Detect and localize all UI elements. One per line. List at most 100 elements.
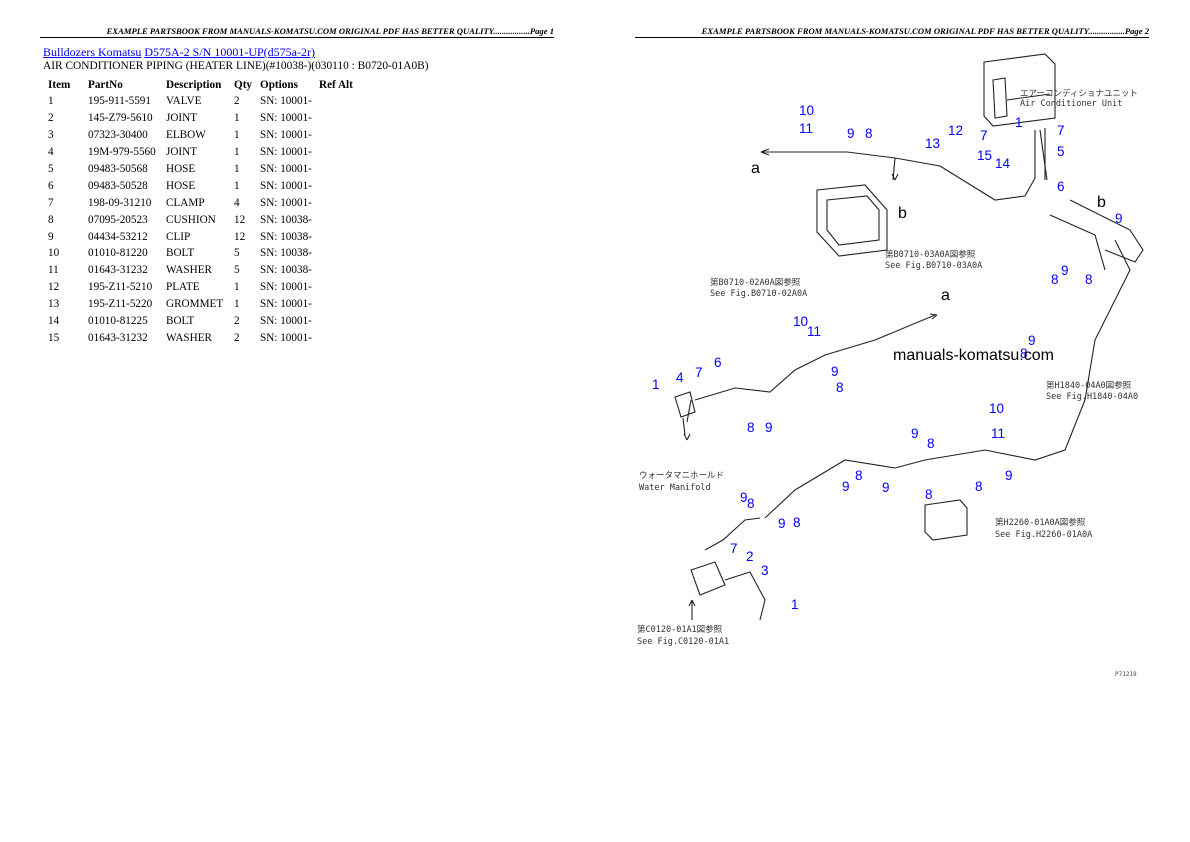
cell-options: SN: 10001- bbox=[260, 163, 312, 175]
parts-table: Item PartNo Description Qty Options Ref … bbox=[43, 76, 353, 346]
col-partno-header: PartNo bbox=[88, 78, 123, 91]
cell-description: WASHER bbox=[166, 331, 212, 344]
page-header: EXAMPLE PARTSBOOK FROM MANUALS-KOMATSU.C… bbox=[635, 26, 1149, 38]
svg-text:7: 7 bbox=[695, 365, 703, 380]
svg-text:8: 8 bbox=[1085, 272, 1093, 287]
svg-text:12: 12 bbox=[948, 123, 963, 138]
col-item-header: Item bbox=[48, 78, 71, 91]
svg-text:11: 11 bbox=[799, 121, 813, 136]
cell-item: 11 bbox=[48, 264, 59, 277]
cell-options: SN: 10038- bbox=[260, 230, 312, 243]
cell-partno: 195-911-5591 bbox=[88, 95, 151, 108]
connector-letter-a1: a bbox=[751, 160, 760, 177]
cell-options: SN: 10001- bbox=[260, 315, 312, 328]
cell-qty: 12 bbox=[234, 230, 246, 243]
cell-options: SN: 10038- bbox=[260, 247, 312, 260]
cell-qty: 5 bbox=[234, 247, 240, 260]
col-description-header: Description bbox=[166, 78, 222, 91]
svg-text:9: 9 bbox=[842, 479, 850, 494]
col-options-header: Options bbox=[260, 78, 298, 91]
cell-refalt bbox=[314, 177, 353, 194]
cell-description: GROMMET bbox=[166, 298, 224, 311]
cell-description: BOLT bbox=[166, 315, 195, 328]
cell-partno: 09483-50528 bbox=[88, 179, 148, 192]
cell-item: 3 bbox=[48, 129, 54, 142]
cell-qty: 4 bbox=[234, 196, 240, 209]
cell-description: WASHER bbox=[166, 264, 212, 277]
note-b0710-03-jp: 第B0710-03A0A図参照 bbox=[885, 249, 976, 260]
breadcrumb-link-model[interactable]: D575A-2 S/N 10001-UP(d575a-2r) bbox=[144, 45, 315, 59]
note-h1840-jp: 第H1840-04A0図参照 bbox=[1046, 380, 1132, 391]
cell-partno: 07095-20523 bbox=[88, 213, 148, 226]
cell-item: 7 bbox=[48, 196, 54, 209]
note-b0710-03-en: See Fig.B0710-03A0A bbox=[885, 261, 982, 271]
cell-partno: 01643-31232 bbox=[88, 264, 148, 277]
cell-options: SN: 10038- bbox=[260, 264, 312, 277]
cell-options: SN: 10001- bbox=[260, 146, 312, 159]
cell-options: SN: 10001- bbox=[260, 281, 312, 294]
svg-text:8: 8 bbox=[793, 515, 801, 530]
svg-text:8: 8 bbox=[925, 487, 933, 502]
breadcrumb: Bulldozers Komatsu D575A-2 S/N 10001-UP(… bbox=[43, 45, 315, 60]
cell-description: ELBOW bbox=[166, 129, 206, 142]
cell-description: CLAMP bbox=[166, 196, 205, 209]
cell-refalt bbox=[314, 127, 353, 144]
cell-options: SN: 10001- bbox=[260, 331, 312, 344]
cell-qty: 2 bbox=[234, 315, 240, 328]
cell-item: 5 bbox=[48, 163, 54, 175]
svg-text:8: 8 bbox=[747, 420, 755, 435]
cell-options: SN: 10001- bbox=[260, 179, 312, 192]
cell-partno: 01010-81225 bbox=[88, 315, 148, 328]
svg-text:10: 10 bbox=[989, 401, 1004, 416]
cell-item: 15 bbox=[48, 331, 60, 344]
svg-text:10: 10 bbox=[793, 314, 808, 329]
note-ac-en: Air Conditioner Unit bbox=[1020, 99, 1122, 109]
note-h2260-jp: 第H2260-01A0A図参照 bbox=[995, 517, 1086, 528]
svg-text:8: 8 bbox=[927, 436, 935, 451]
cell-options: SN: 10001- bbox=[260, 95, 312, 108]
cell-partno: 145-Z79-5610 bbox=[88, 112, 153, 125]
cell-partno: 01643-31232 bbox=[88, 331, 148, 344]
svg-text:6: 6 bbox=[714, 355, 722, 370]
cell-description: JOINT bbox=[166, 112, 198, 125]
svg-text:9: 9 bbox=[1005, 468, 1013, 483]
svg-text:7: 7 bbox=[730, 541, 738, 556]
col-refalt-header: Ref Alt bbox=[319, 78, 353, 91]
cell-item: 2 bbox=[48, 112, 54, 125]
cell-options: SN: 10038- bbox=[260, 213, 312, 226]
breadcrumb-link-category[interactable]: Bulldozers Komatsu bbox=[43, 45, 142, 59]
parts-diagram: 10 11 9 8 13 12 7 15 14 1 7 5 6 9 9 8 8 … bbox=[595, 40, 1190, 690]
svg-text:2: 2 bbox=[746, 549, 754, 564]
cell-refalt bbox=[314, 262, 353, 279]
svg-text:4: 4 bbox=[676, 370, 684, 385]
cell-refalt bbox=[314, 93, 353, 110]
svg-text:8: 8 bbox=[1051, 272, 1059, 287]
svg-text:10: 10 bbox=[799, 103, 814, 118]
cell-options: SN: 10001- bbox=[260, 129, 312, 142]
cell-refalt bbox=[314, 211, 353, 228]
cell-description: HOSE bbox=[166, 179, 196, 192]
page-1: EXAMPLE PARTSBOOK FROM MANUALS-KOMATSU.C… bbox=[40, 26, 554, 346]
svg-text:8: 8 bbox=[855, 468, 863, 483]
cell-qty: 5 bbox=[234, 264, 240, 277]
cell-item: 8 bbox=[48, 213, 54, 226]
cell-partno: 198-09-31210 bbox=[88, 196, 152, 209]
figure-code: P71219 bbox=[1115, 671, 1137, 678]
connector-letter-b2: b bbox=[1097, 194, 1106, 211]
svg-text:14: 14 bbox=[995, 156, 1011, 171]
svg-text:15: 15 bbox=[977, 148, 992, 163]
svg-text:8: 8 bbox=[836, 380, 844, 395]
svg-text:11: 11 bbox=[807, 324, 821, 339]
cell-partno: 01010-81220 bbox=[88, 247, 148, 260]
cell-qty: 1 bbox=[234, 129, 240, 142]
